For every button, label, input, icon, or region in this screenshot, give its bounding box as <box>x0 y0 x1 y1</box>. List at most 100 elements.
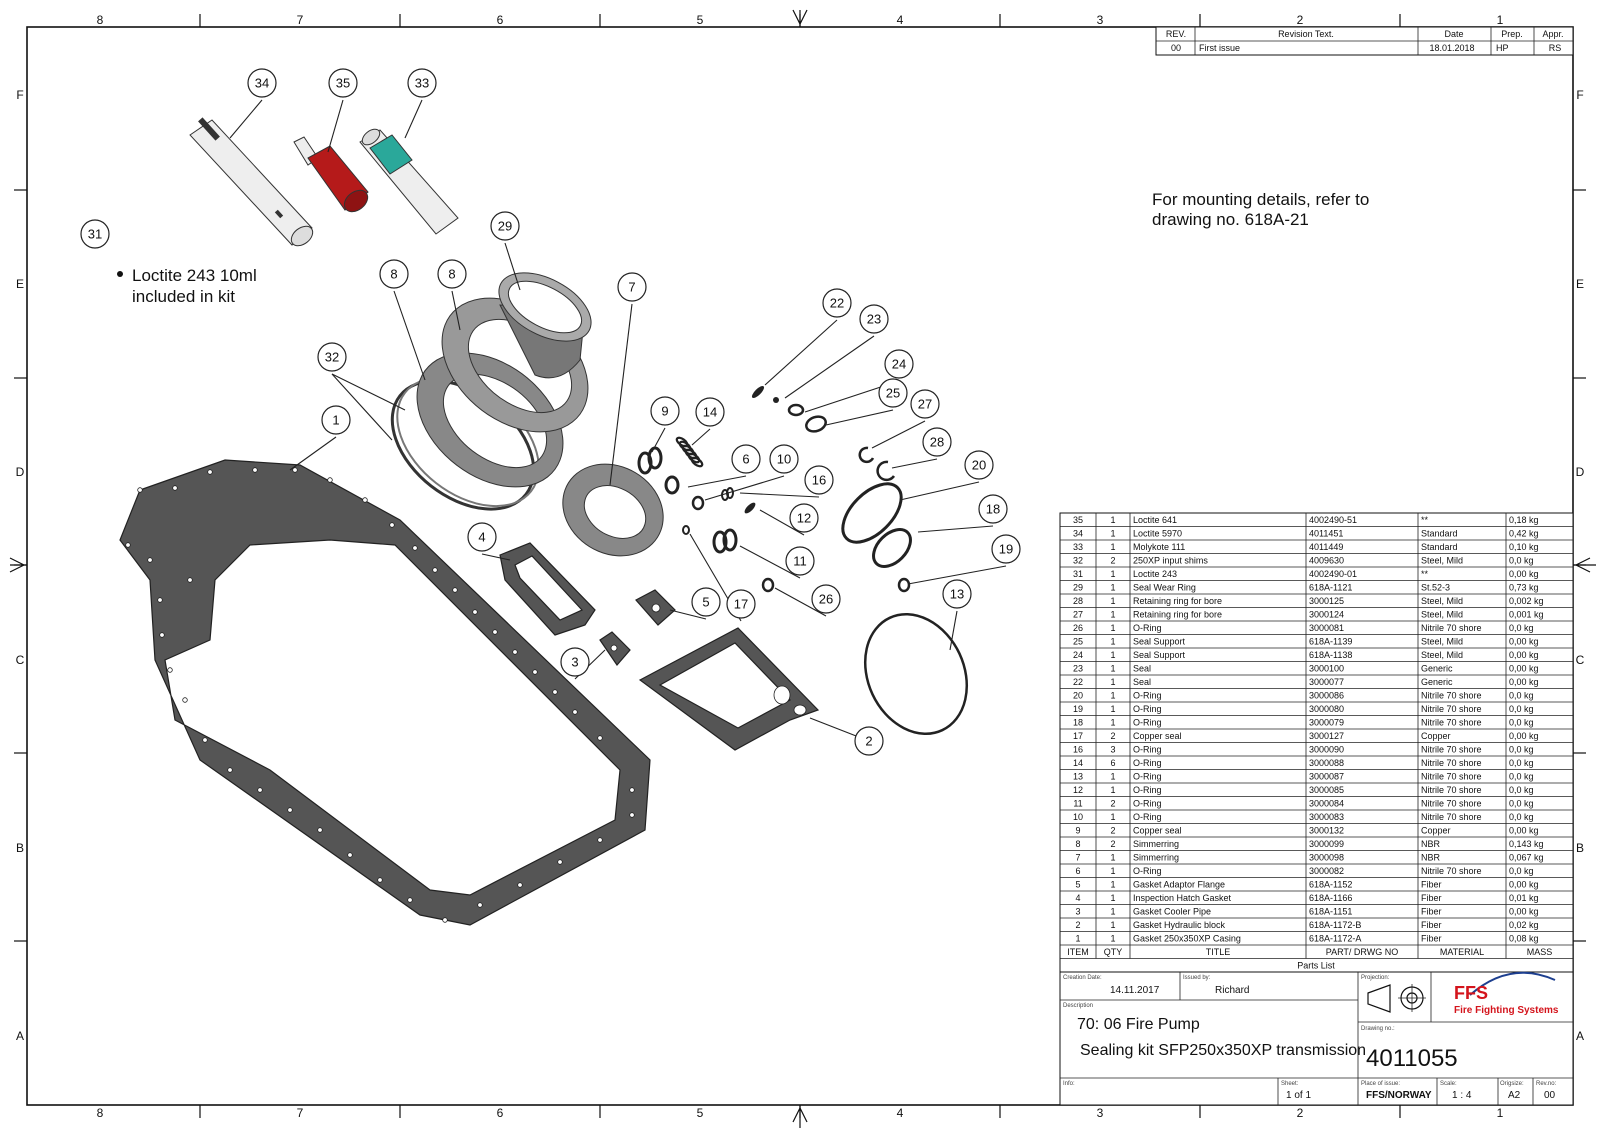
frame-col-label: 2 <box>1297 13 1304 27</box>
item-balloon: 12 <box>789 503 819 533</box>
parts-list-cell: 1 <box>1110 812 1115 822</box>
part-23-seal <box>773 397 779 403</box>
mounting-note-line2: drawing no. 618A-21 <box>1152 210 1309 229</box>
description-label: Description <box>1063 1003 1093 1009</box>
item-balloon-number: 28 <box>930 435 944 450</box>
parts-list-cell: 4002490-51 <box>1309 515 1357 525</box>
item-balloon-number: 17 <box>734 597 748 612</box>
frame-col-label: 8 <box>97 13 104 27</box>
parts-list-cell: 11 <box>1073 798 1082 808</box>
parts-list-cell: 3000098 <box>1309 852 1344 862</box>
frame-row-label: A <box>16 1029 24 1043</box>
parts-list-cell: 22 <box>1073 677 1083 687</box>
parts-list-cell: 1 <box>1075 933 1080 943</box>
ffs-logo-text: FFS <box>1454 983 1488 1003</box>
parts-list-cell: 0,00 kg <box>1509 677 1539 687</box>
parts-list-cell: Seal Support <box>1133 636 1186 646</box>
part-9-copper-seals <box>637 446 663 475</box>
parts-list-header: QTY <box>1104 947 1123 957</box>
parts-list-cell: 6 <box>1110 758 1115 768</box>
part-4-inspection-hatch-gasket <box>499 542 596 636</box>
item-balloon-number: 18 <box>986 502 1000 517</box>
parts-list-cell: Fiber <box>1421 920 1442 930</box>
parts-list-header: TITLE <box>1206 947 1231 957</box>
ffs-logo: FFS Fire Fighting Systems <box>1454 971 1559 1016</box>
parts-list-cell: 12 <box>1073 785 1083 795</box>
part-20-o-ring <box>841 482 903 544</box>
item-balloon-number: 27 <box>918 397 932 412</box>
creation-date-value: 14.11.2017 <box>1110 985 1160 996</box>
mounting-note-line1: For mounting details, refer to <box>1152 190 1369 209</box>
parts-list-cell: 618A-1172-B <box>1309 920 1361 930</box>
parts-list-cell: 0,00 kg <box>1509 569 1539 579</box>
parts-list-cell: NBR <box>1421 852 1441 862</box>
parts-list-cell: 6 <box>1075 866 1080 876</box>
parts-list-cell: 13 <box>1073 771 1083 781</box>
parts-list-cell: 0,73 kg <box>1509 582 1539 592</box>
parts-list-cell: 1 <box>1110 650 1115 660</box>
parts-list-cell: 3000083 <box>1309 812 1344 822</box>
parts-list-cell: 14 <box>1073 758 1083 768</box>
frame-row-label: F <box>16 88 23 102</box>
parts-list-cell: 1 <box>1110 852 1115 862</box>
item-balloon: 26 <box>811 584 841 614</box>
parts-list-cell: 23 <box>1073 663 1083 673</box>
item-balloon-number: 14 <box>703 405 717 420</box>
parts-list-cell: 0,001 kg <box>1509 609 1544 619</box>
parts-list-cell: Nitrile 70 shore <box>1421 717 1482 727</box>
part-7-simmerring <box>562 463 664 557</box>
parts-list-cell: Fiber <box>1421 906 1442 916</box>
parts-list-cell: Simmerring <box>1133 839 1179 849</box>
parts-list-title: Parts List <box>1297 960 1335 970</box>
parts-list-cell: 3000085 <box>1309 785 1344 795</box>
parts-list-cell: O-Ring <box>1133 717 1162 727</box>
parts-list-cell: Seal Support <box>1133 650 1186 660</box>
part-27-retaining-ring <box>858 446 875 464</box>
parts-list-cell: 1 <box>1110 866 1115 876</box>
parts-list-cell: 3000100 <box>1309 663 1344 673</box>
parts-list-cell: 0,0 kg <box>1509 717 1534 727</box>
parts-list-cell: 1 <box>1110 636 1115 646</box>
parts-list-cell: 3000084 <box>1309 798 1344 808</box>
parts-list-cell: Gasket 250x350XP Casing <box>1133 933 1241 943</box>
parts-list-cell: 0,08 kg <box>1509 933 1539 943</box>
frame-row-label: D <box>16 465 25 479</box>
parts-list-cell: O-Ring <box>1133 744 1162 754</box>
parts-list-cell: O-Ring <box>1133 866 1162 876</box>
parts-list-cell: 32 <box>1073 555 1083 565</box>
parts-list-cell: 0,0 kg <box>1509 704 1534 714</box>
item-balloon: 3 <box>560 647 590 677</box>
parts-list-cell: Seal <box>1133 677 1151 687</box>
item-balloon: 4 <box>467 522 497 552</box>
frame-col-label: 1 <box>1497 1106 1504 1120</box>
parts-list-cell: 0,02 kg <box>1509 920 1539 930</box>
part-29-seal-wear-ring <box>498 272 592 379</box>
parts-list-cell: O-Ring <box>1133 623 1162 633</box>
parts-list-cell: 33 <box>1073 542 1083 552</box>
frame-col-label: 1 <box>1497 13 1504 27</box>
part-22-seal <box>751 385 765 399</box>
parts-list-cell: 0,00 kg <box>1509 879 1539 889</box>
parts-list-cell: 0,42 kg <box>1509 528 1539 538</box>
rev-value-rev: 00 <box>1171 43 1181 53</box>
frame-col-label: 6 <box>497 13 504 27</box>
frame-col-label: 8 <box>97 1106 104 1120</box>
parts-list-cell: 1 <box>1110 623 1115 633</box>
parts-list-cell: 618A-1172-A <box>1309 933 1361 943</box>
part-34-loctite-5970-tube <box>189 117 314 247</box>
parts-list-cell: 9 <box>1075 825 1080 835</box>
parts-list-cell: 1 <box>1110 609 1115 619</box>
parts-list-cell: Copper seal <box>1133 825 1182 835</box>
frame-row-label: E <box>1576 277 1584 291</box>
parts-list-cell: 1 <box>1110 582 1115 592</box>
part-28-retaining-ring <box>876 460 896 482</box>
part-8-simmerring-a <box>416 352 564 488</box>
item-balloon-number: 16 <box>812 473 826 488</box>
parts-list-cell: Generic <box>1421 677 1453 687</box>
